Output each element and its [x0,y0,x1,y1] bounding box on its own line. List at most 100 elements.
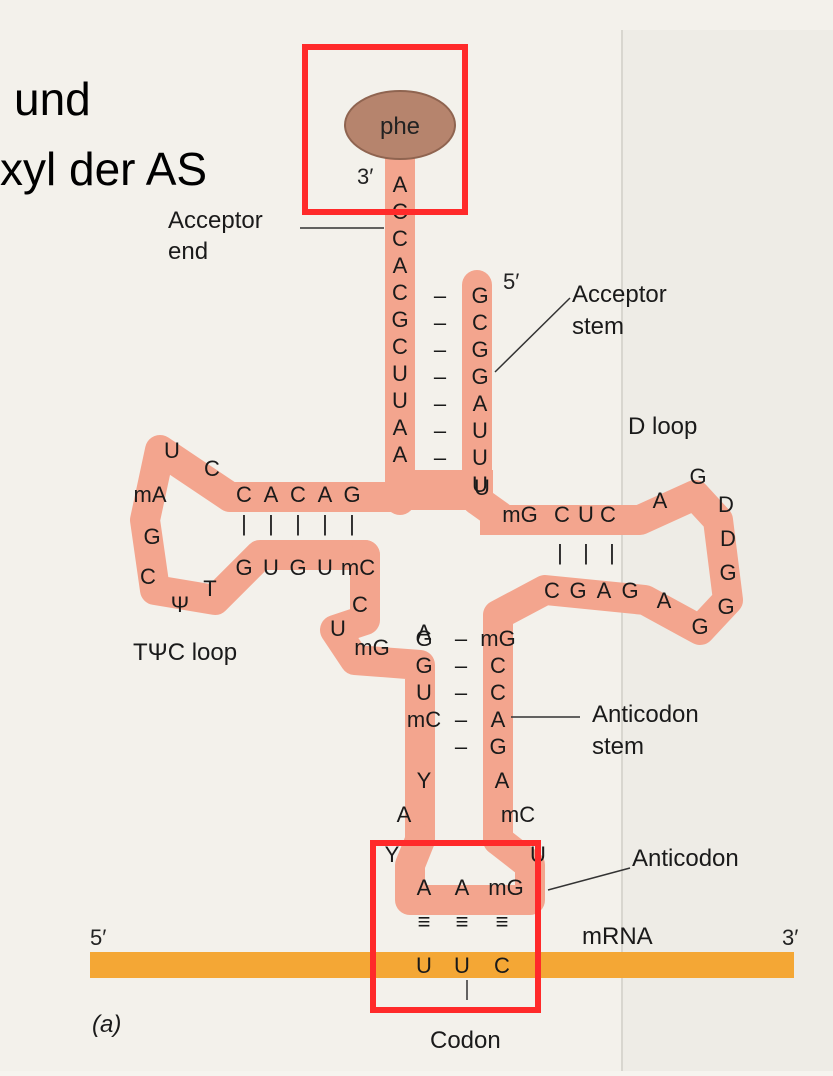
d-arm-bottom-base: A [597,578,612,603]
tpsic-loop-label: TΨC loop [133,639,237,666]
d-loop-label: D loop [628,413,697,440]
slide-text-line-1: und [14,76,91,122]
d-loop-base: G [719,560,736,585]
acceptor-right-base-extra: U [474,475,490,500]
t-arm-top-base: C [236,482,252,507]
anticodon-right-base: A [491,707,506,732]
anticodon-pair-dash: – [455,653,468,678]
acceptor-left-base: U [392,361,408,386]
acceptor-end-label-2: end [168,238,208,265]
d-loop-base: G [691,614,708,639]
d-arm-bottom-base: G [621,578,638,603]
acceptor-left-base: G [391,307,408,332]
acceptor-right-base: G [471,364,488,389]
d-loop-base: G [689,464,706,489]
panel-label: (a) [92,1011,121,1038]
five-prime-top: 5′ [503,269,519,294]
t-loop-base: C [140,564,156,589]
acceptor-stem-label-2: stem [572,313,624,340]
t-arm-top-base: C [290,482,306,507]
acceptor-right-base: U [472,418,488,443]
anticodon-left-base: mC [407,707,441,732]
t-loop-base: mA [134,482,167,507]
acceptor-stem-label-1: Acceptor [572,281,667,308]
d-arm-top-base: C [554,502,570,527]
anticodon-base: A [417,875,432,900]
t-arm-top-base: A [264,482,279,507]
t-arm-pair-tick: | [241,511,247,536]
codon-pair-bond: ≡ [496,909,509,934]
d-arm-top-base: U [578,502,594,527]
anticodon-right-base: C [490,680,506,705]
anticodon-base: mG [488,875,523,900]
t-arm-pair-tick: | [295,511,301,536]
d-loop-base: A [653,488,668,513]
mrna-strand [90,952,794,978]
t-loop-base: U [164,438,180,463]
anticodon-pair-dash: – [455,680,468,705]
acceptor-right-base: C [472,310,488,335]
t-arm-bottom-base: U [263,555,279,580]
t-arm-pair-tick: | [349,511,355,536]
codon-base: U [454,953,470,978]
anticodon-pair-dash: – [455,626,468,651]
t-arm-pair-tick: | [322,511,328,536]
anticodon-loop-left-base: A [397,802,412,827]
acceptor-left-base: C [392,280,408,305]
three-prime-mrna: 3′ [782,925,798,950]
five-prime-mrna: 5′ [90,925,106,950]
t-loop-base: C [204,456,220,481]
anticodon-right-base: mG [480,626,515,651]
anticodon-stem-label-2: stem [592,733,644,760]
d-arm-top-base: C [600,502,616,527]
acceptor-right-base: G [471,283,488,308]
acceptor-right-base: U [472,445,488,470]
acceptor-left-base: A [393,172,408,197]
acceptor-pair-dash: – [434,445,447,470]
acceptor-pair-dash: – [434,337,447,362]
variable-base: C [352,592,368,617]
d-arm-bottom-base: C [544,578,560,603]
t-arm-bottom-base: mC [341,555,375,580]
anticodon-pair-dash: – [455,734,468,759]
t-arm-top-base: A [318,482,333,507]
anticodon-left-base: U [416,680,432,705]
amino-acid-label: phe [380,113,420,140]
acceptor-left-base: C [392,334,408,359]
anticodon-loop-left-base: Y [417,768,432,793]
acceptor-pair-dash: – [434,310,447,335]
t-arm-pair-tick: | [268,511,274,536]
acceptor-pair-dash: – [434,283,447,308]
t-loop-base: Ψ [171,592,189,617]
t-arm-bottom-base: G [235,555,252,580]
slide-text-line-2: xyl der AS [0,146,207,192]
d-loop-base: D [718,492,734,517]
t-arm-bottom-base: G [289,555,306,580]
acceptor-left-base: U [392,388,408,413]
acceptor-left-base: C [392,226,408,251]
d-loop-base: G [717,594,734,619]
t-arm-bottom-base: U [317,555,333,580]
codon-base: U [416,953,432,978]
anticodon-loop-right-base: A [495,768,510,793]
codon-base: C [494,953,510,978]
anticodon-right-base: G [489,734,506,759]
d-arm-top-base: mG [502,502,537,527]
anticodon-label: Anticodon [632,845,739,872]
acceptor-pair-dash: – [434,391,447,416]
acceptor-right-base: G [471,337,488,362]
anticodon-stem-top-left-base: A [417,620,432,645]
t-arm-top-base: G [343,482,360,507]
anticodon-left-base: G [415,653,432,678]
anticodon-base: A [455,875,470,900]
d-arm-bottom-base: G [569,578,586,603]
t-loop-base: T [203,576,216,601]
d-loop-base: D [720,526,736,551]
d-arm-pair-tick: | [557,540,563,565]
anticodon-pair-dash: – [455,707,468,732]
t-loop-base: G [143,524,160,549]
d-loop-base: A [657,588,672,613]
anticodon-right-base: C [490,653,506,678]
acceptor-left-base: A [393,415,408,440]
